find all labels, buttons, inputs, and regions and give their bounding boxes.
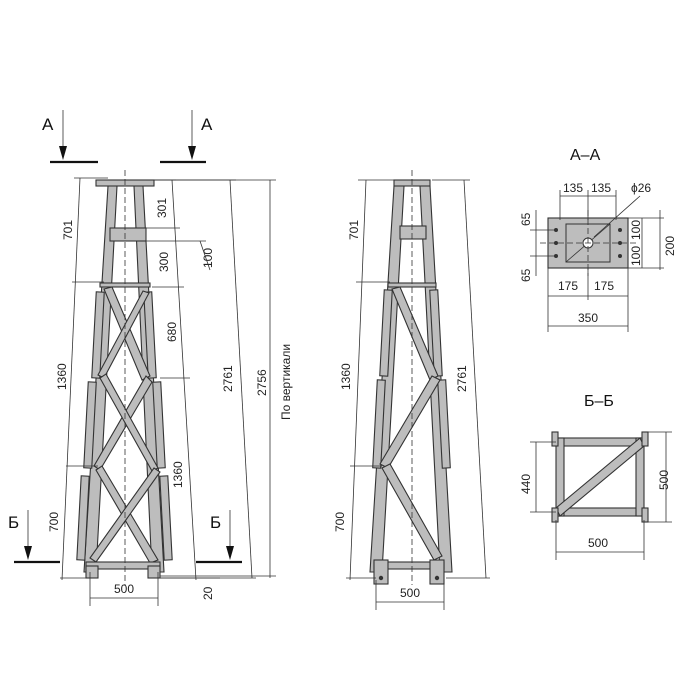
dim-300: 300 (157, 252, 171, 272)
bracket-plate (109, 227, 147, 242)
overall-dimensions: 2761 2756 По вертикали (146, 179, 293, 579)
dim-100b: 100 (629, 246, 643, 266)
foot (373, 559, 389, 585)
stiffener-plate (437, 379, 451, 469)
stiffener-plate (152, 381, 166, 469)
stiffener-plate (76, 475, 90, 561)
stiffener-plate (159, 475, 173, 561)
section-bb: Б–Б 440 500 500 (519, 393, 672, 560)
dim-2756: 2756 (255, 369, 269, 396)
stiffener-plate (379, 289, 393, 377)
bracket-plate (399, 225, 427, 240)
dim-500-right: 500 (657, 470, 671, 490)
cut-marker-a-right: А (160, 110, 213, 164)
dim-175a: 175 (558, 279, 578, 293)
dim-1360: 1360 (55, 363, 69, 390)
section-aa-title: А–А (570, 147, 601, 164)
dim-175b: 175 (594, 279, 614, 293)
dim-135a: 135 (563, 181, 583, 195)
overall-dimensions: 2761 (432, 179, 490, 579)
stiffener-plate (372, 379, 386, 469)
elevation-view-left: А А Б Б 701 1360 (8, 110, 293, 606)
diagonal-bracing (89, 286, 161, 564)
foot (85, 565, 99, 579)
dim-hole: ϕ26 (631, 181, 651, 195)
dim-680: 680 (165, 322, 179, 342)
dim-500: 500 (114, 582, 134, 596)
stiffener-plate (83, 381, 97, 469)
dim-700: 700 (333, 512, 347, 532)
dim-440: 440 (519, 474, 533, 494)
foot (147, 565, 161, 579)
dim-301: 301 (155, 198, 169, 218)
dim-701: 701 (61, 220, 75, 240)
bottom-dimensions: 500 (375, 580, 445, 610)
dim-700: 700 (47, 512, 61, 532)
section-label: А (42, 115, 54, 134)
dim-65b: 65 (519, 268, 533, 282)
bolt-holes (554, 228, 622, 258)
dim-2761: 2761 (455, 365, 469, 392)
section-bb-title: Б–Б (584, 393, 614, 410)
dimension-chain-left: 701 1360 700 (333, 179, 394, 581)
dim-350: 350 (578, 311, 598, 325)
dimension-chain-left: 701 1360 700 (47, 177, 108, 581)
elevation-view-right: 701 1360 700 2761 500 (333, 170, 490, 610)
cut-marker-b-right: Б (196, 510, 242, 564)
dim-500: 500 (400, 586, 420, 600)
section-label: Б (210, 513, 221, 532)
dim-1360: 1360 (339, 363, 353, 390)
stiffener-plate (91, 291, 105, 379)
section-label: А (201, 115, 213, 134)
dim-20: 20 (201, 586, 215, 600)
dim-65a: 65 (519, 212, 533, 226)
dim-100a: 100 (629, 220, 643, 240)
diagonal-brace (555, 437, 645, 517)
dim-701: 701 (347, 220, 361, 240)
dim-200: 200 (663, 236, 677, 256)
dim-135b: 135 (591, 181, 611, 195)
section-aa: А–А 135 135 ϕ26 65 65 100 100 200 (519, 147, 677, 332)
bottom-dimensions: 500 20 (89, 572, 220, 606)
section-label: Б (8, 513, 19, 532)
foot (429, 559, 445, 585)
cut-marker-b-left: Б (8, 510, 60, 564)
dim-1360-right: 1360 (171, 461, 185, 488)
dim-100: 100 (201, 248, 215, 268)
left-leg (369, 185, 405, 573)
vertical-note: По вертикали (279, 344, 293, 420)
dim-2761: 2761 (221, 365, 235, 392)
dimension-chain-right: 301 300 100 680 1360 (146, 179, 215, 581)
dim-500-bottom: 500 (588, 536, 608, 550)
cut-marker-a-left: А (42, 110, 98, 164)
